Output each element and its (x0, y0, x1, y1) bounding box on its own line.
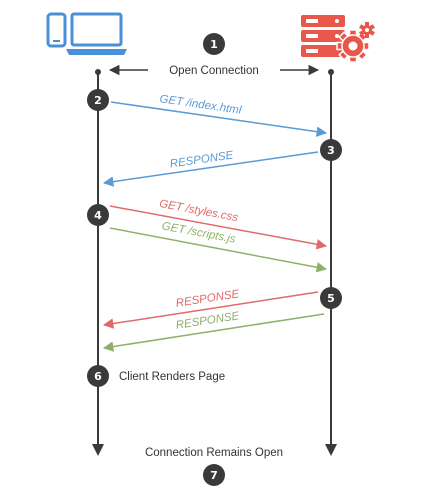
client-lifeline-arrowhead (92, 444, 104, 456)
step-4-number: 4 (94, 209, 102, 222)
step-5-marker (320, 287, 342, 309)
step-3-number: 3 (327, 144, 335, 157)
step-7-marker (203, 464, 225, 486)
response-1-label: RESPONSE (169, 149, 234, 170)
step-6-marker (87, 365, 109, 387)
step-2-marker (87, 89, 109, 111)
devices-icon (46, 12, 127, 55)
client-lifeline-start (95, 69, 101, 75)
get-styles-arrow (109, 205, 328, 250)
get-styles-label: GET /styles.css (158, 198, 239, 224)
connection-open-label: Connection Remains Open (145, 447, 283, 459)
step-3-marker (320, 139, 342, 161)
step-4-marker (87, 204, 109, 226)
get-index-arrow (110, 101, 328, 137)
server-lifeline-arrowhead (325, 444, 337, 456)
client-renders-label: Client Renders Page (119, 371, 225, 383)
server-lifeline-start (328, 69, 334, 75)
step-7-number: 7 (210, 469, 218, 482)
response-1-arrow (102, 151, 319, 187)
get-index-label: GET /index.html (159, 93, 243, 117)
response-2-label: RESPONSE (175, 288, 240, 310)
server-gear-icon (301, 15, 375, 63)
get-scripts-arrow (109, 227, 328, 273)
response-2-arrow (102, 291, 319, 329)
open-connection-label: Open Connection (169, 65, 259, 77)
response-3-arrow (102, 313, 325, 352)
get-scripts-label: GET /scripts.js (161, 220, 237, 245)
step-5-number: 5 (327, 292, 335, 305)
step-1-marker (203, 33, 225, 55)
step-1-number: 1 (210, 38, 218, 51)
step-2-number: 2 (94, 94, 102, 107)
step-6-number: 6 (94, 370, 102, 383)
